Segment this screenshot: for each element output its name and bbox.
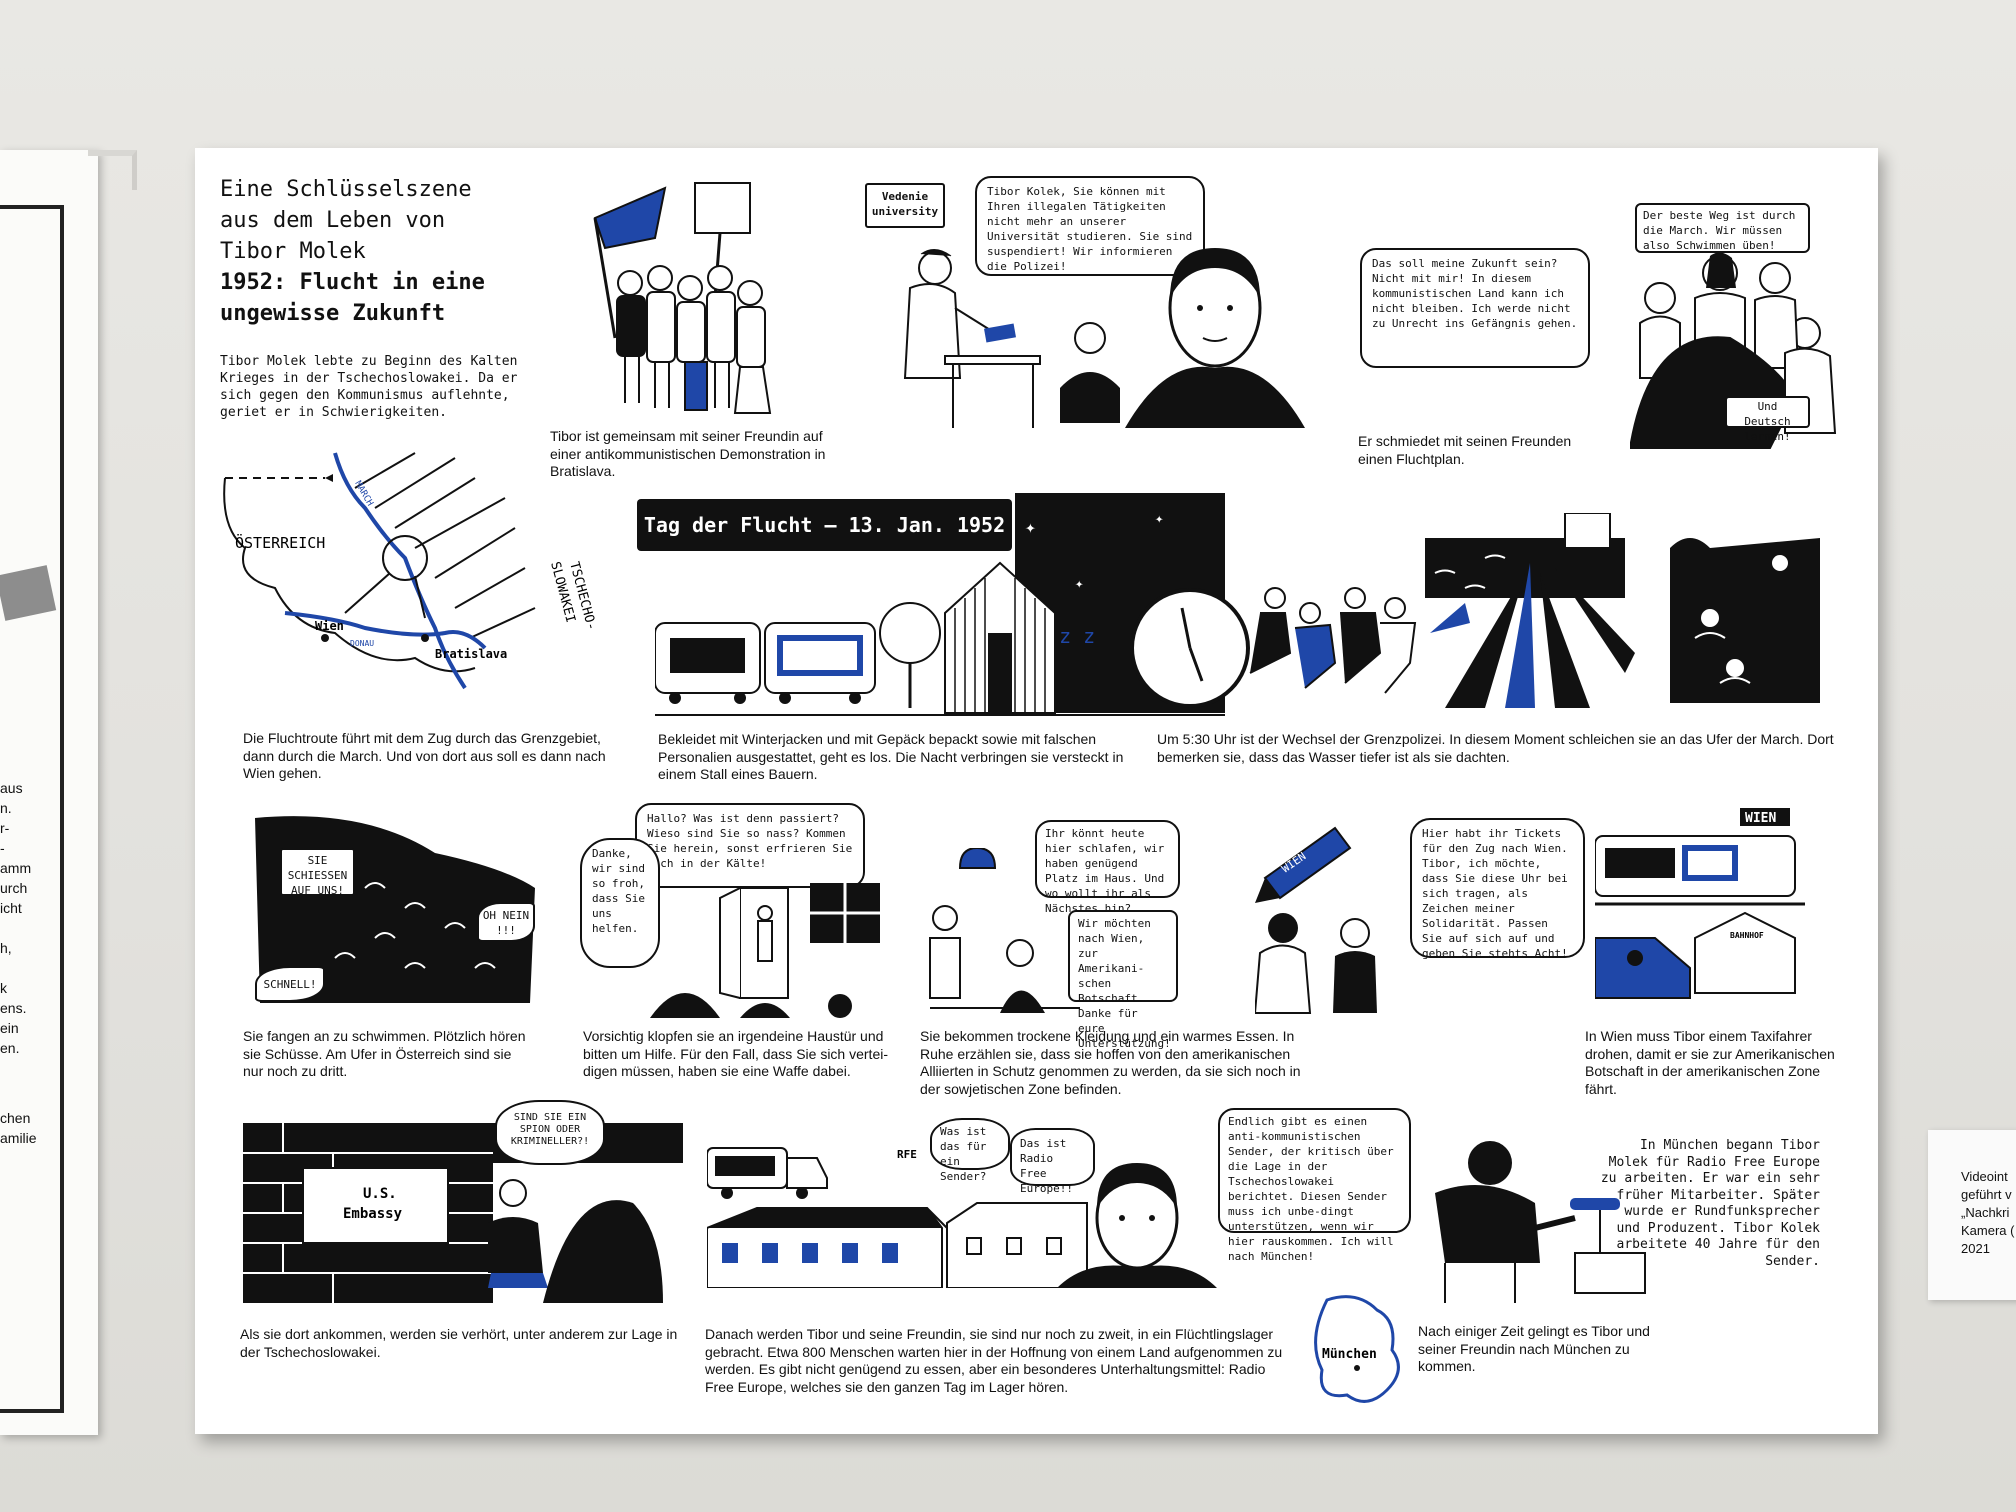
- faster-bubble: SCHNELL!: [255, 966, 325, 1002]
- demonstration-illustration: [593, 182, 772, 414]
- left-fragment: r-: [0, 820, 10, 836]
- caption-demonstration: Tibor ist gemeinsam mit seiner Freundin …: [550, 428, 826, 479]
- map-label-austria: ÖSTERREICH: [235, 533, 325, 552]
- title-bold-line: 1952: Flucht in eine: [220, 270, 485, 295]
- left-fragment: -: [0, 840, 5, 856]
- right-card-line: „Nachkri: [1961, 1205, 2010, 1220]
- tickets-people-illustration: [1255, 913, 1377, 1014]
- radio-speaker-illustration: [1435, 1141, 1646, 1303]
- rfe-small-label: RFE: [897, 1148, 917, 1161]
- map-label-wien: Wien: [315, 619, 344, 633]
- route-map: ÖSTERREICH MARCH TSCHECHO- SLOWAKEI Wien…: [223, 452, 599, 690]
- ticket-pen-illustration: WIEN: [1255, 826, 1352, 903]
- right-card-line: geführt v: [1961, 1187, 2012, 1202]
- left-fragment: ens.: [0, 1000, 27, 1016]
- rfe-answer-bubble: Das ist Radio Free Europe!!: [1010, 1128, 1095, 1195]
- embassy-sign-line2: Embassy: [343, 1206, 403, 1222]
- title-line: Tibor Molek: [220, 239, 366, 264]
- munich-map: München: [1314, 1295, 1400, 1403]
- german-note: Und Deutsch lernen!: [1725, 396, 1810, 443]
- svg-text:✦: ✦: [1025, 517, 1036, 538]
- river-swimmers-illustration: [1670, 508, 1820, 703]
- caption-door: Vorsichtig klopfen sie an irgendeine Hau…: [583, 1028, 889, 1079]
- door-illustration: [650, 883, 880, 1018]
- title-line: aus dem Leben von: [220, 208, 446, 233]
- border-searchlight-illustration: [1425, 513, 1635, 708]
- embassy-sign-line1: U.S.: [363, 1186, 397, 1202]
- left-neighbour-board: aus n. r- - amm urch icht h, k ens. ein …: [0, 150, 98, 1435]
- left-fragment: h,: [0, 940, 12, 956]
- left-fragment: urch: [0, 880, 28, 896]
- left-fragment: amilie: [0, 1130, 37, 1146]
- munich-label: München: [1322, 1347, 1377, 1362]
- hello-bubble: Hallo? Was ist denn passiert? Wieso sind…: [635, 803, 865, 888]
- left-fragment: amm: [0, 860, 32, 876]
- sender-question-bubble: Was ist das für ein Sender?: [930, 1118, 1010, 1183]
- caption-munich-job: In München begann Tibor Molek für Radio …: [1600, 1138, 1820, 1269]
- caption-route: Die Fluchtroute führt mit dem Zug durch …: [243, 730, 606, 781]
- tickets-bubble: Hier habt ihr Tickets für den Zug nach W…: [1410, 818, 1585, 960]
- left-fragment: aus: [0, 780, 23, 796]
- title-line: Eine Schlüsselszene: [220, 177, 472, 202]
- right-card-line: Videoint: [1961, 1169, 2008, 1184]
- shooting-bubble: SIE SCHIESSEN AUF UNS!: [280, 848, 355, 897]
- embassy-illustration: U.S. Embassy: [243, 1123, 683, 1303]
- to-vienna-bubble: Wir möchten nach Wien, zur Amerikani-sch…: [1068, 910, 1178, 1050]
- wien-sign: WIEN: [1745, 811, 1776, 826]
- map-label-march: MARCH: [352, 480, 374, 508]
- caption-plan: Er schmiedet mit seinen Freunden einen F…: [1358, 433, 1572, 467]
- suspension-bubble: Tibor Kolek, Sie können mit Ihren illega…: [975, 176, 1205, 276]
- left-fragment: n.: [0, 800, 12, 816]
- left-fragment: en.: [0, 1040, 20, 1056]
- map-label-donau: DONAU: [350, 639, 374, 648]
- caption-food: Sie bekommen trockene Kleidung und ein w…: [920, 1028, 1301, 1097]
- caption-swim: Sie fangen an zu schwimmen. Plötzlich hö…: [243, 1028, 526, 1079]
- intro-text: Tibor Molek lebte zu Beginn des Kalten K…: [220, 354, 518, 420]
- poster-title: Eine Schlüsselszene aus dem Leben von Ti…: [220, 174, 485, 329]
- left-fragment: icht: [0, 900, 22, 916]
- university-sign: Vedenie university: [865, 183, 945, 228]
- bahnhof-sign: BAHNHOF: [1730, 931, 1764, 940]
- escape-day-banner: Tag der Flucht – 13. Jan. 1952: [637, 499, 1012, 551]
- caption-camp: Danach werden Tibor und seine Freundin, …: [705, 1326, 1283, 1395]
- svg-text:✦: ✦: [1075, 576, 1084, 592]
- best-way-bubble: Der beste Weg ist durch die March. Wir m…: [1635, 203, 1810, 253]
- university-scene-illustration: [903, 248, 1305, 428]
- title-bold-line: ungewisse Zukunft: [220, 301, 446, 326]
- dinner-illustration: [929, 848, 1080, 1013]
- right-card-line: 2021: [1961, 1241, 1990, 1256]
- caption-taxi: In Wien muss Tibor einem Taxifahrer droh…: [1585, 1028, 1835, 1097]
- thanks-bubble: Danke, wir sind so froh, dass Sie uns he…: [580, 838, 660, 968]
- left-board-frame: [0, 205, 64, 1413]
- oh-no-bubble: OH NEIN !!!: [477, 902, 535, 942]
- right-info-card: Videoint geführt v „Nachkri Kamera ( 202…: [1928, 1130, 2016, 1300]
- caption-stable: Bekleidet mit Winterjacken und mit Gepäc…: [658, 731, 1124, 782]
- map-label-bratislava: Bratislava: [435, 647, 507, 661]
- caption-munich-move: Nach einiger Zeit gelingt es Tibor und s…: [1418, 1323, 1650, 1374]
- spy-bubble: SIND SIE EIN SPION ODER KRIMINELLER?!: [495, 1100, 605, 1165]
- svg-text:✦: ✦: [1155, 511, 1164, 527]
- poster-board: Eine Schlüsselszene aus dem Leben von Ti…: [195, 148, 1878, 1434]
- vienna-station-illustration: WIEN BAHNHOF: [1595, 808, 1805, 999]
- caption-border: Um 5:30 Uhr ist der Wechsel der Grenzpol…: [1157, 731, 1834, 765]
- left-fragment: ein: [0, 1020, 19, 1036]
- caption-embassy: Als sie dort ankommen, werden sie verhör…: [240, 1326, 678, 1360]
- wall-bracket: [88, 150, 137, 190]
- refugee-camp-illustration: RFE: [707, 1147, 1217, 1288]
- running-clock-illustration: [1130, 587, 1470, 708]
- right-card-line: Kamera (: [1961, 1223, 2015, 1238]
- night-stable-illustration: ✦✦ ✦✦ z z z: [655, 493, 1225, 716]
- left-fragment: k: [0, 980, 7, 996]
- left-fragment: chen: [0, 1110, 31, 1126]
- anti-sender-bubble: Endlich gibt es einen anti-kommunistisch…: [1218, 1108, 1411, 1263]
- future-bubble: Das soll meine Zukunft sein? Nicht mit m…: [1360, 248, 1590, 368]
